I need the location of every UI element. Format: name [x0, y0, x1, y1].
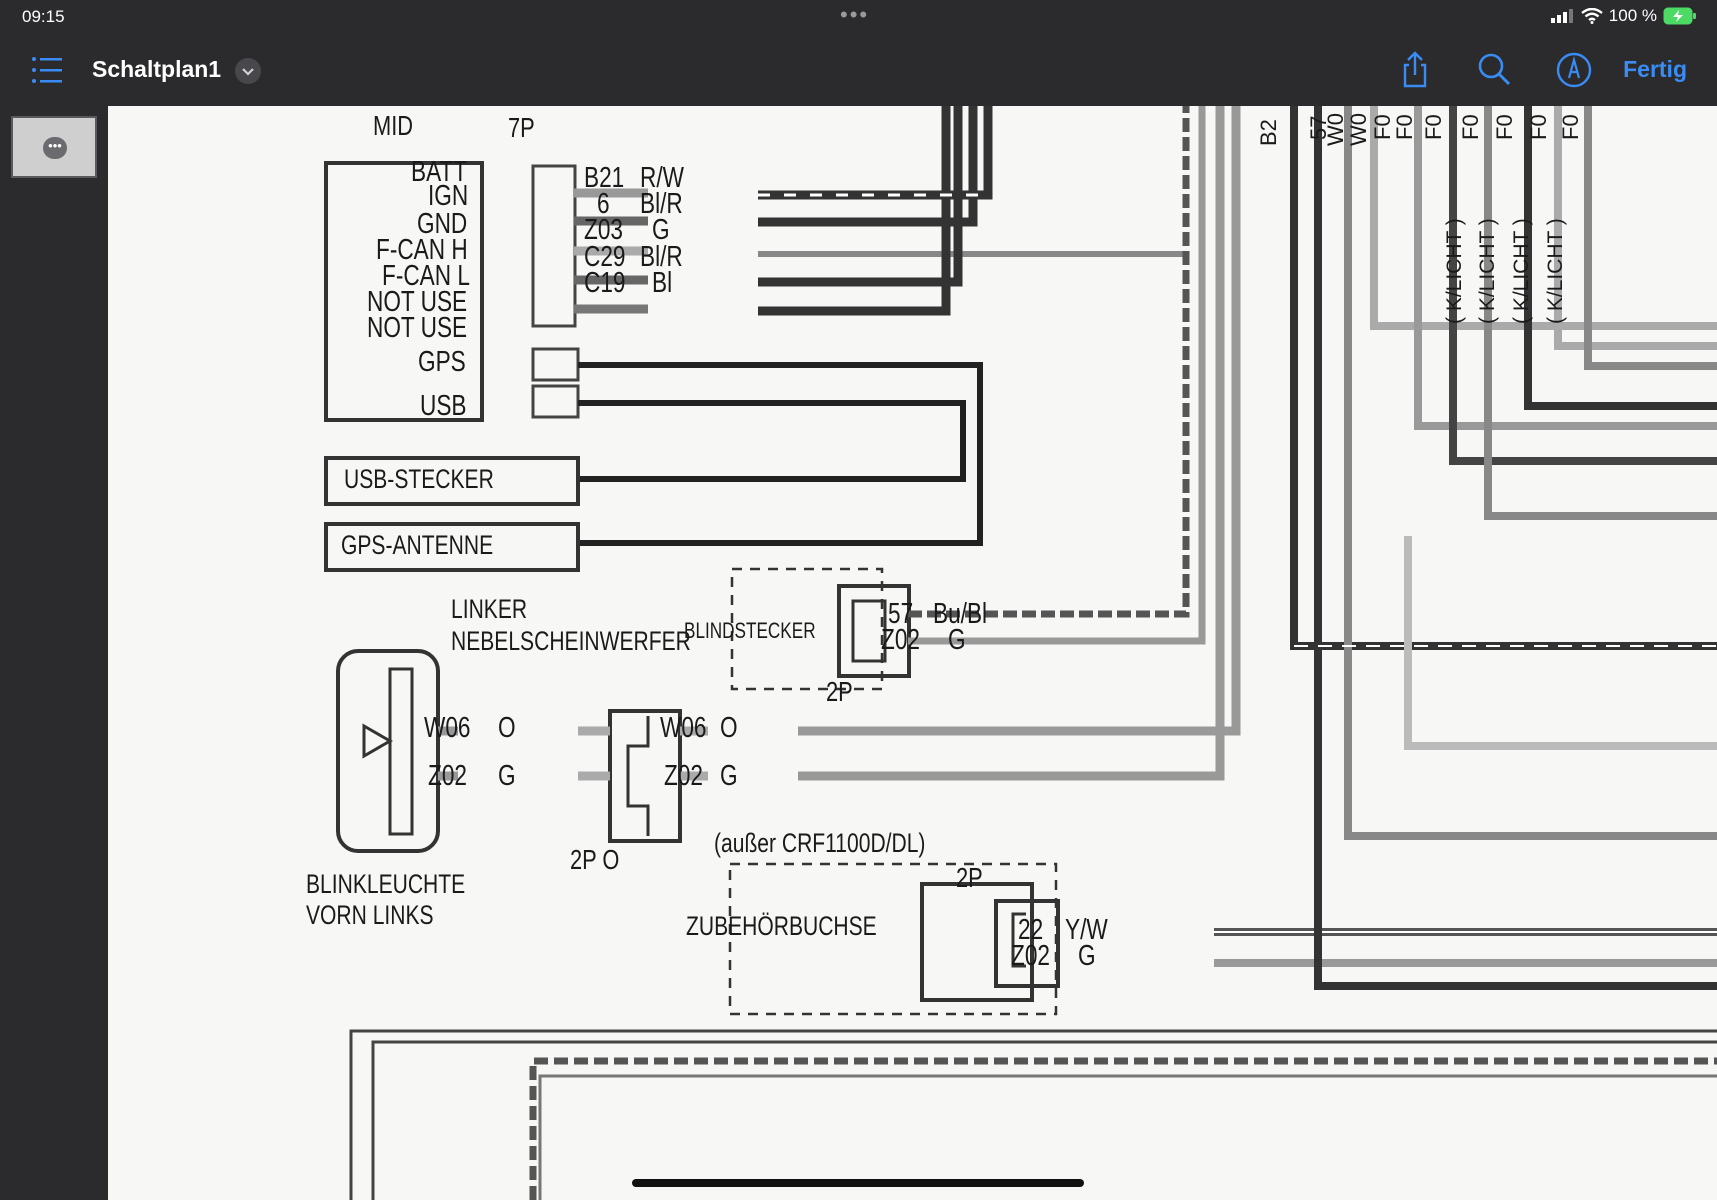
more-options-icon[interactable]: ••• — [43, 137, 67, 159]
wire-color-rw: R/W — [640, 162, 684, 194]
wire-code-z02-d: Z02 — [1011, 940, 1050, 972]
status-bar: 09:15 ••• 100 % — [0, 0, 1717, 36]
mid-box — [324, 161, 484, 422]
wire-code-z02-a: Z02 — [881, 624, 920, 656]
wifi-icon — [1581, 8, 1603, 24]
pin-notuse-2: NOT USE — [367, 312, 468, 344]
title-menu-chevron-icon[interactable] — [235, 58, 261, 84]
wire-color-bubl: Bu/Bl — [933, 598, 988, 630]
vorn-links-label: VORN LINKS — [306, 900, 434, 930]
7p-label: 7P — [508, 112, 535, 143]
pin-gps: GPS — [418, 346, 466, 378]
wire-code-6: 6 — [597, 188, 610, 220]
battery-charging-icon — [1663, 7, 1696, 25]
pin-fcan-h: F-CAN H — [376, 234, 468, 266]
linker-label: LINKER — [451, 594, 528, 624]
wire-color-g-d: G — [1078, 940, 1096, 972]
wire-color-blr-2: Bl/R — [640, 241, 683, 273]
status-time: 09:15 — [22, 7, 65, 26]
outline-list-icon[interactable] — [28, 50, 68, 90]
page-thumbnail-sidebar: ••• — [0, 106, 108, 1200]
toolbar: Schaltplan1 Fertig — [0, 36, 1717, 106]
markup-pen-icon[interactable] — [1554, 50, 1594, 90]
blindstecker-box — [730, 567, 884, 691]
klicht-label-c: ( K/LICHT ) — [1510, 218, 1533, 324]
wire-code-w06-a: W06 — [424, 712, 471, 744]
pin-fcan-l: F-CAN L — [382, 260, 470, 292]
search-icon[interactable] — [1474, 50, 1514, 90]
pin-batt: BATT — [411, 156, 468, 188]
wire-code-57: 57 — [888, 598, 914, 630]
document-title[interactable]: Schaltplan1 — [92, 56, 222, 82]
gps-antenne-label: GPS-ANTENNE — [341, 530, 494, 560]
pin-notuse-1: NOT USE — [367, 286, 468, 318]
wiring-diagram — [324, 106, 1717, 1200]
blinkleuchte-label: BLINKLEUCHTE — [306, 869, 466, 899]
wire-code-z03: Z03 — [584, 214, 623, 246]
mid-connector — [531, 164, 577, 328]
gps-antenne-box — [324, 522, 580, 572]
zubehoerbuchse-label: ZUBEHÖRBUCHSE — [686, 911, 877, 941]
wire-color-yw: Y/W — [1065, 914, 1108, 946]
battery-percent: 100 % — [1608, 6, 1657, 25]
klicht-label-b: ( K/LICHT ) — [1476, 218, 1499, 324]
done-button[interactable]: Fertig — [1623, 56, 1687, 82]
pin-ign: IGN — [428, 180, 469, 212]
multitasking-dots-icon[interactable]: ••• — [840, 2, 870, 27]
2p-label-b: 2P — [956, 862, 983, 893]
usb-stecker-label: USB-STECKER — [344, 464, 494, 494]
home-indicator[interactable] — [632, 1179, 1084, 1187]
mid-label: MID — [373, 110, 414, 141]
top-label-f0-b: F0 — [1392, 114, 1417, 140]
wire-color-o-a: O — [498, 712, 516, 744]
page-thumbnail[interactable]: ••• — [11, 116, 97, 178]
wire-code-b21: B21 — [584, 162, 625, 194]
wire-color-g: G — [652, 214, 670, 246]
ausser-crf-label: (außer CRF1100D/DL) — [714, 828, 926, 858]
usb-stecker-box — [324, 456, 580, 506]
top-label-f0-c: F0 — [1421, 114, 1446, 140]
2p-o-label: 2P O — [570, 844, 620, 875]
wire-code-z02-c: Z02 — [664, 760, 703, 792]
wire-color-blr-1: Bl/R — [640, 188, 683, 220]
document-page[interactable]: MID 7P BATT IGN GND F-CAN H F-CAN L NOT … — [108, 106, 1717, 1200]
nebelscheinwerfer-label: NEBELSCHEINWERFER — [451, 626, 691, 656]
wire-code-22: 22 — [1018, 914, 1044, 946]
top-label-f0-e: F0 — [1492, 114, 1517, 140]
wire-color-g-b: G — [498, 760, 516, 792]
pin-gnd: GND — [417, 208, 468, 240]
wire-color-g-c: G — [720, 760, 738, 792]
2p-label-a: 2P — [826, 676, 853, 707]
mid-wires — [574, 106, 1188, 546]
wire-color-o-b: O — [720, 712, 738, 744]
klicht-label-a: ( K/LICHT ) — [1443, 218, 1466, 324]
wire-color-g-a: G — [948, 624, 966, 656]
wire-code-c19: C19 — [584, 267, 626, 299]
wire-code-c29: C29 — [584, 241, 626, 273]
wire-color-bl: Bl — [652, 267, 673, 299]
blinkleuchte-box — [336, 649, 440, 853]
top-label-w0-b: W0 — [1346, 113, 1371, 146]
status-indicators: 100 % — [1550, 6, 1697, 26]
klicht-label-d: ( K/LICHT ) — [1544, 218, 1567, 324]
top-label-f0-g: F0 — [1558, 114, 1583, 140]
top-label-b2: B2 — [1256, 119, 1281, 146]
wire-code-w06-b: W06 — [660, 712, 707, 744]
top-label-f0-d: F0 — [1458, 114, 1483, 140]
top-label-f0-f: F0 — [1526, 114, 1551, 140]
signal-icon — [1550, 9, 1573, 23]
blindstecker-label: BLINDSTECKER — [684, 618, 816, 643]
wire-code-z02-b: Z02 — [428, 760, 467, 792]
share-icon[interactable] — [1395, 50, 1435, 90]
pin-usb: USB — [420, 390, 467, 422]
